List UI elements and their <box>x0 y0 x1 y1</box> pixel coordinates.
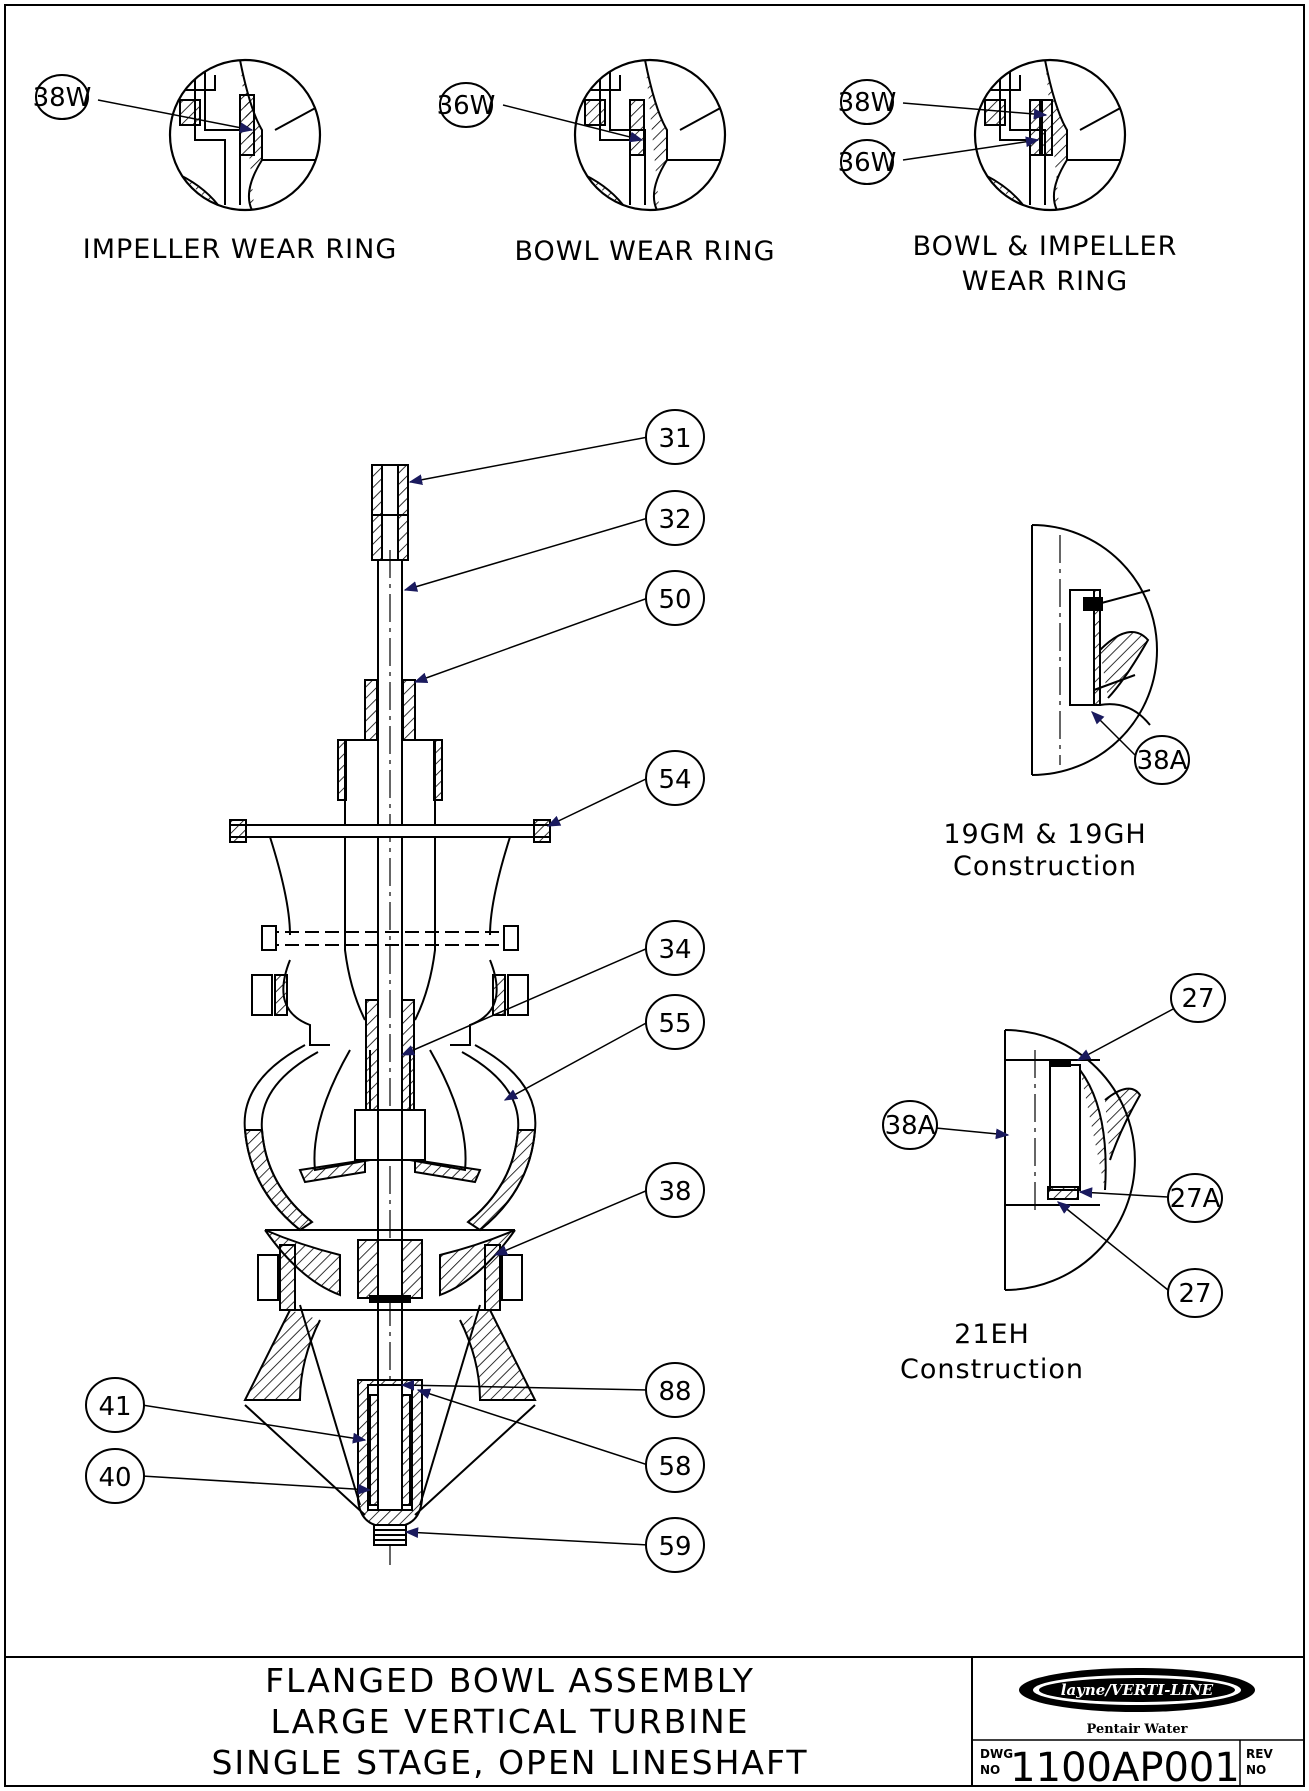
caption-21eh-line2: Construction <box>900 1354 1084 1385</box>
callout-38: 38 <box>658 1177 691 1207</box>
callout-27-top: 27 <box>1181 984 1214 1014</box>
callout-27a: 27A <box>1170 1184 1221 1214</box>
title-line1: FLANGED BOWL ASSEMBLY <box>265 1661 755 1700</box>
logo-subtitle: Pentair Water <box>1087 1722 1188 1737</box>
callout-36w-bowl: 36W <box>437 91 496 121</box>
caption-bowl-wear-ring: BOWL WEAR RING <box>514 236 775 267</box>
callout-38w-impeller: 38W <box>33 83 92 113</box>
callout-41: 41 <box>98 1392 131 1422</box>
main-callouts: 31 32 50 54 34 55 38 41 40 88 58 59 <box>85 409 705 1573</box>
dwg-label-1: DWG <box>980 1747 1013 1761</box>
callout-36w-combined: 36W <box>838 148 897 178</box>
callout-38a-19gm: 38A <box>1137 746 1188 776</box>
caption-bowl-impeller-line2: WEAR RING <box>962 266 1128 297</box>
title-block: FLANGED BOWL ASSEMBLY LARGE VERTICAL TUR… <box>5 1656 1304 1791</box>
caption-19gm-line1: 19GM & 19GH <box>943 819 1146 850</box>
caption-21eh-line1: 21EH <box>954 1319 1030 1350</box>
callout-38w-combined: 38W <box>838 88 897 118</box>
callout-40: 40 <box>98 1463 131 1493</box>
detail-bowl-impeller-wear-ring: 38W 36W BOWL & IMPELLER WEAR RING <box>838 58 1178 297</box>
callout-55: 55 <box>658 1009 691 1039</box>
callout-88: 88 <box>658 1377 691 1407</box>
callout-59: 59 <box>658 1532 691 1562</box>
caption-bowl-impeller-line1: BOWL & IMPELLER <box>913 231 1178 262</box>
callout-32: 32 <box>658 505 691 535</box>
logo-wordmark: layne/VERTI-LINE <box>1061 1681 1214 1699</box>
callout-31: 31 <box>658 424 691 454</box>
callout-38a-21eh: 38A <box>885 1111 936 1141</box>
detail-bowl-wear-ring: 36W BOWL WEAR RING <box>437 58 775 267</box>
sheet-border <box>4 4 1305 1787</box>
callout-50: 50 <box>658 585 691 615</box>
callout-54: 54 <box>658 765 691 795</box>
rev-label-2: NO <box>1246 1763 1266 1777</box>
title-line2: LARGE VERTICAL TURBINE <box>270 1702 749 1741</box>
caption-impeller-wear-ring: IMPELLER WEAR RING <box>83 234 398 265</box>
caption-19gm-line2: Construction <box>953 851 1137 882</box>
drawing-number: 1100AP001 <box>1010 1745 1240 1791</box>
detail-19gm-construction: 38A 19GM & 19GH Construction <box>943 524 1190 882</box>
company-logo: layne/VERTI-LINE Pentair Water <box>1019 1668 1255 1737</box>
title-line3: SINGLE STAGE, OPEN LINESHAFT <box>211 1743 808 1782</box>
callout-27-bottom: 27 <box>1178 1279 1211 1309</box>
callout-34: 34 <box>658 935 691 965</box>
detail-impeller-wear-ring: 38W IMPELLER WEAR RING <box>33 58 398 265</box>
main-leader-lines <box>141 436 649 1546</box>
detail-21eh-construction: 27 38A 27A 27 21EH Construction <box>882 973 1226 1385</box>
callout-58: 58 <box>658 1452 691 1482</box>
rev-label-1: REV <box>1246 1747 1273 1761</box>
main-bowl-assembly <box>229 464 551 1565</box>
dwg-label-2: NO <box>980 1763 1000 1777</box>
